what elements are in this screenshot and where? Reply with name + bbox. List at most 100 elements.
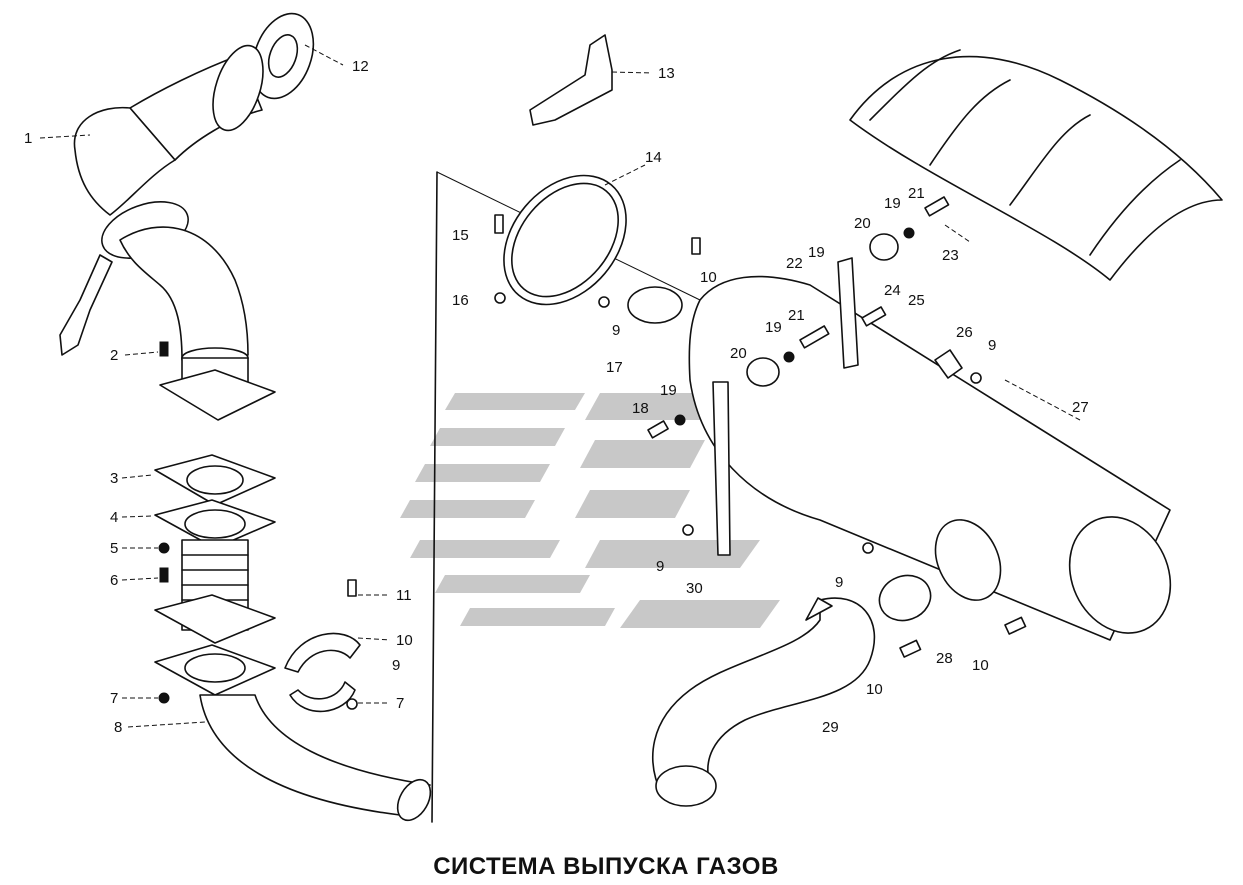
callout-20-a: 20: [730, 345, 747, 362]
callout-19-d: 19: [884, 195, 901, 212]
callout-7-b: 7: [396, 695, 404, 712]
callout-13: 13: [658, 65, 675, 82]
leader-lines: [39, 44, 1081, 728]
callout-28: 28: [936, 650, 953, 667]
callout-9-c: 9: [988, 337, 996, 354]
upper-pipe-flange: [212, 44, 264, 132]
nut-9-top: [598, 296, 610, 308]
bolt-18: [647, 420, 669, 439]
bellows-rings: [181, 554, 249, 616]
callout-15: 15: [452, 227, 469, 244]
bolt-10-a: [899, 639, 922, 658]
flange-plate-top: [159, 369, 276, 421]
callout-2: 2: [110, 347, 118, 364]
callout-12: 12: [352, 58, 369, 75]
bolt-24: [861, 306, 887, 327]
lower-pipe-8: [199, 694, 431, 816]
bolt-10-b: [1004, 616, 1027, 635]
clamp-lever: [59, 254, 113, 356]
pipe-clamp-9: [289, 681, 356, 713]
callout-10-c: 10: [972, 657, 989, 674]
callout-22: 22: [786, 255, 803, 272]
callout-9-a: 9: [612, 322, 620, 339]
callout-24: 24: [884, 282, 901, 299]
bolt-2: [159, 341, 169, 357]
callout-25: 25: [908, 292, 925, 309]
bracket-26: [934, 349, 963, 379]
nut-9-28: [862, 542, 874, 554]
gasket-3-hole: [186, 465, 244, 495]
tail-pipe-tab: [805, 597, 833, 621]
tail-pipe-end: [655, 765, 717, 807]
tail-pipe-29: [652, 597, 876, 796]
callout-21-a: 21: [788, 307, 805, 324]
isolator-20-mid: [746, 357, 780, 387]
washer-19-a: [903, 227, 915, 239]
lower-pipe-outlet: [396, 778, 432, 822]
callout-6: 6: [110, 572, 118, 589]
pipe-clamp-10: [284, 632, 361, 673]
divider-line: [431, 171, 438, 823]
callout-20-b: 20: [854, 215, 871, 232]
callout-10-a: 10: [700, 269, 717, 286]
callout-7: 7: [110, 690, 118, 707]
watermark-logo: [400, 393, 780, 628]
elbow-1: [73, 106, 176, 216]
bolt-11: [347, 579, 357, 597]
washer-19-c: [674, 414, 686, 426]
callout-11: 11: [396, 587, 412, 604]
callout-27: 27: [1072, 399, 1089, 416]
bolt-15: [494, 214, 504, 234]
flange-bottom-hole: [184, 653, 246, 683]
muffler-end: [1068, 516, 1172, 634]
callout-19-a: 19: [660, 382, 677, 399]
bracket-13: [529, 34, 613, 126]
callout-19-c: 19: [808, 244, 825, 261]
callout-9-d: 9: [656, 558, 664, 575]
nut-16: [494, 292, 506, 304]
callout-5: 5: [110, 540, 118, 557]
callout-30: 30: [686, 580, 703, 597]
callout-21-b: 21: [908, 185, 925, 202]
muffler-outlet: [934, 519, 1002, 601]
flange-4-hole: [184, 509, 246, 539]
callouts: 1 2 3 4 5 6 7 8 12 13 14 15 16 9 17 10 1…: [24, 58, 1089, 736]
lower-elbow: [119, 226, 249, 361]
callout-16: 16: [452, 292, 469, 309]
callout-26: 26: [956, 324, 973, 341]
nut-7: [158, 692, 170, 704]
callout-9-e: 9: [835, 574, 843, 591]
bolt-21-mid: [799, 325, 830, 349]
flange-plate-lower: [154, 594, 276, 644]
left-assembly: [59, 12, 432, 822]
clamp-28: [878, 574, 932, 622]
bolt-21-top: [924, 196, 950, 217]
band-14-inner: [511, 182, 619, 298]
nut-7b: [346, 698, 358, 710]
muffler-27: [688, 275, 1171, 641]
heat-shield-ribs: [869, 49, 1181, 256]
washer-19-b: [783, 351, 795, 363]
strap-30: [712, 381, 731, 556]
callout-8: 8: [114, 719, 122, 736]
callout-19-b: 19: [765, 319, 782, 336]
mount-bracket: [837, 257, 859, 369]
band-14: [503, 174, 627, 306]
callout-9-b: 9: [392, 657, 400, 674]
callout-17: 17: [606, 359, 623, 376]
callout-23: 23: [942, 247, 959, 264]
nut-9-26: [970, 372, 982, 384]
callout-3: 3: [110, 470, 118, 487]
callout-4: 4: [110, 509, 118, 526]
callout-18: 18: [632, 400, 649, 417]
diagram-title: СИСТЕМА ВЫПУСКА ГАЗОВ: [433, 853, 779, 880]
nut-9-30: [682, 524, 694, 536]
clamp-17: [627, 286, 683, 324]
bolt-10-top: [691, 237, 701, 255]
flange-12-hole: [267, 34, 299, 78]
callout-10-b: 10: [396, 632, 413, 649]
callout-10-d: 10: [866, 681, 883, 698]
bolt-6: [159, 567, 169, 583]
